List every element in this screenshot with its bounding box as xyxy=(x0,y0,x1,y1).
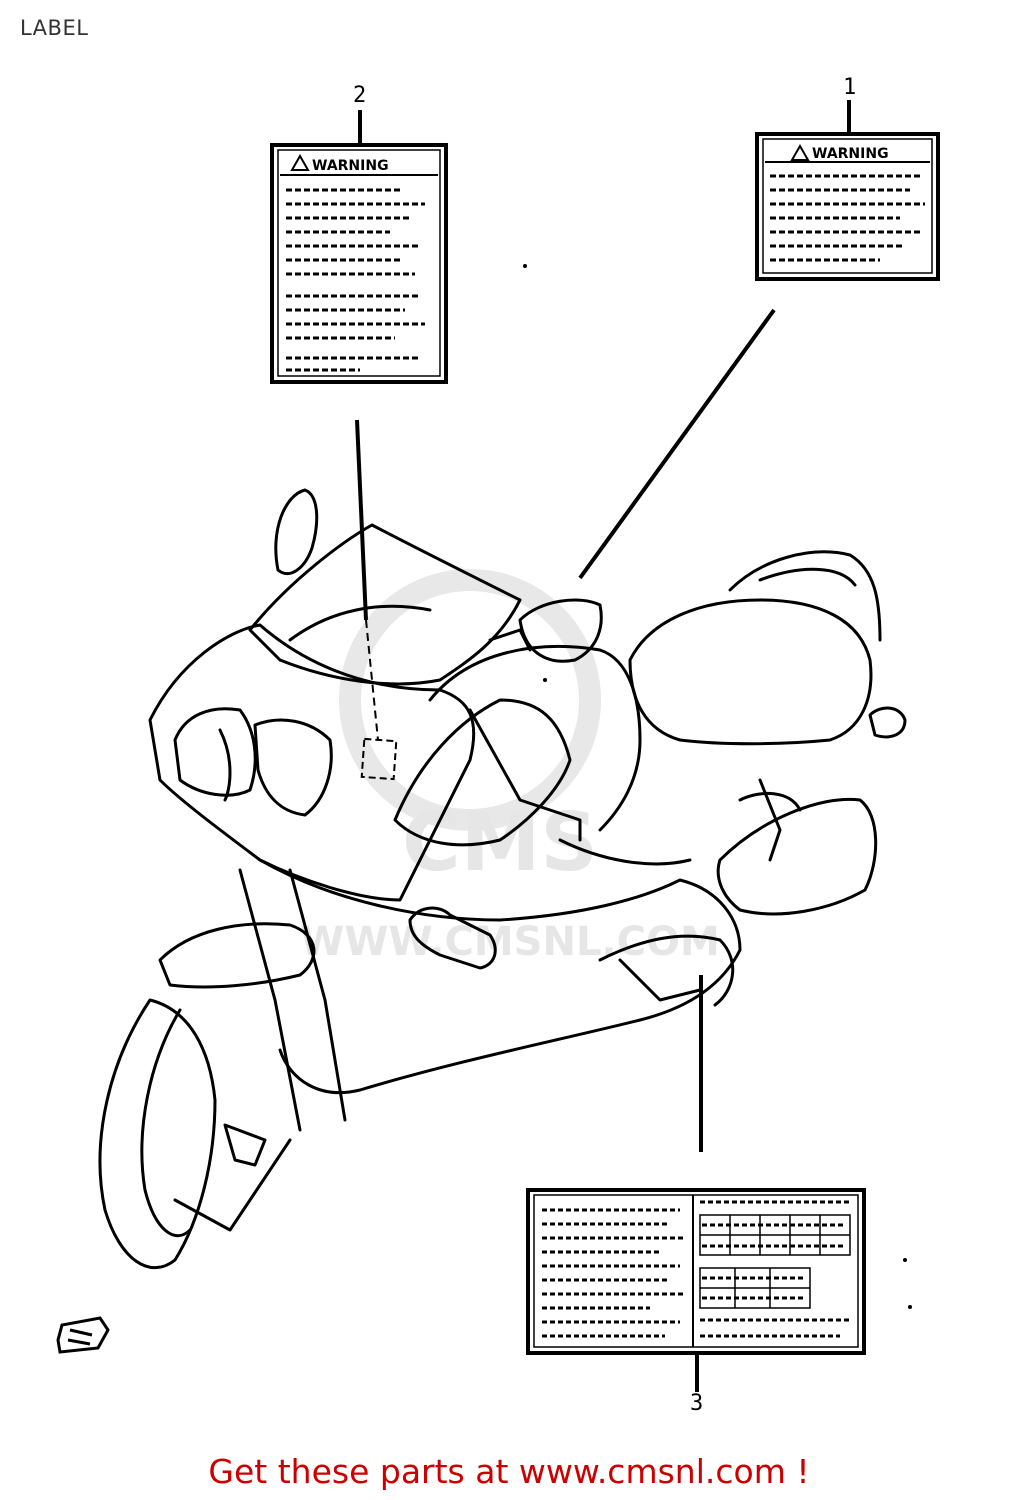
info-label-3[interactable] xyxy=(526,1188,866,1355)
page-title: LABEL xyxy=(20,16,89,40)
front-arrow-icon xyxy=(56,1316,110,1354)
label-2-heading: WARNING xyxy=(312,158,389,174)
callout-2[interactable]: 2 xyxy=(353,83,366,108)
watermark-url: WWW.CMSNL.COM xyxy=(300,919,720,965)
warning-label-1[interactable]: WARNING xyxy=(755,132,940,281)
footer-shop-link[interactable]: Get these parts at www.cmsnl.com ! xyxy=(208,1452,810,1491)
warning-label-2[interactable]: WARNING xyxy=(270,143,448,384)
label-1-heading: WARNING xyxy=(812,146,889,162)
motorcycle-drawing xyxy=(98,488,907,1270)
scan-specks xyxy=(523,264,912,1309)
callout-3[interactable]: 3 xyxy=(690,1391,703,1416)
watermark: CMS WWW.CMSNL.COM xyxy=(300,569,720,965)
callout-1[interactable]: 1 xyxy=(843,75,856,100)
